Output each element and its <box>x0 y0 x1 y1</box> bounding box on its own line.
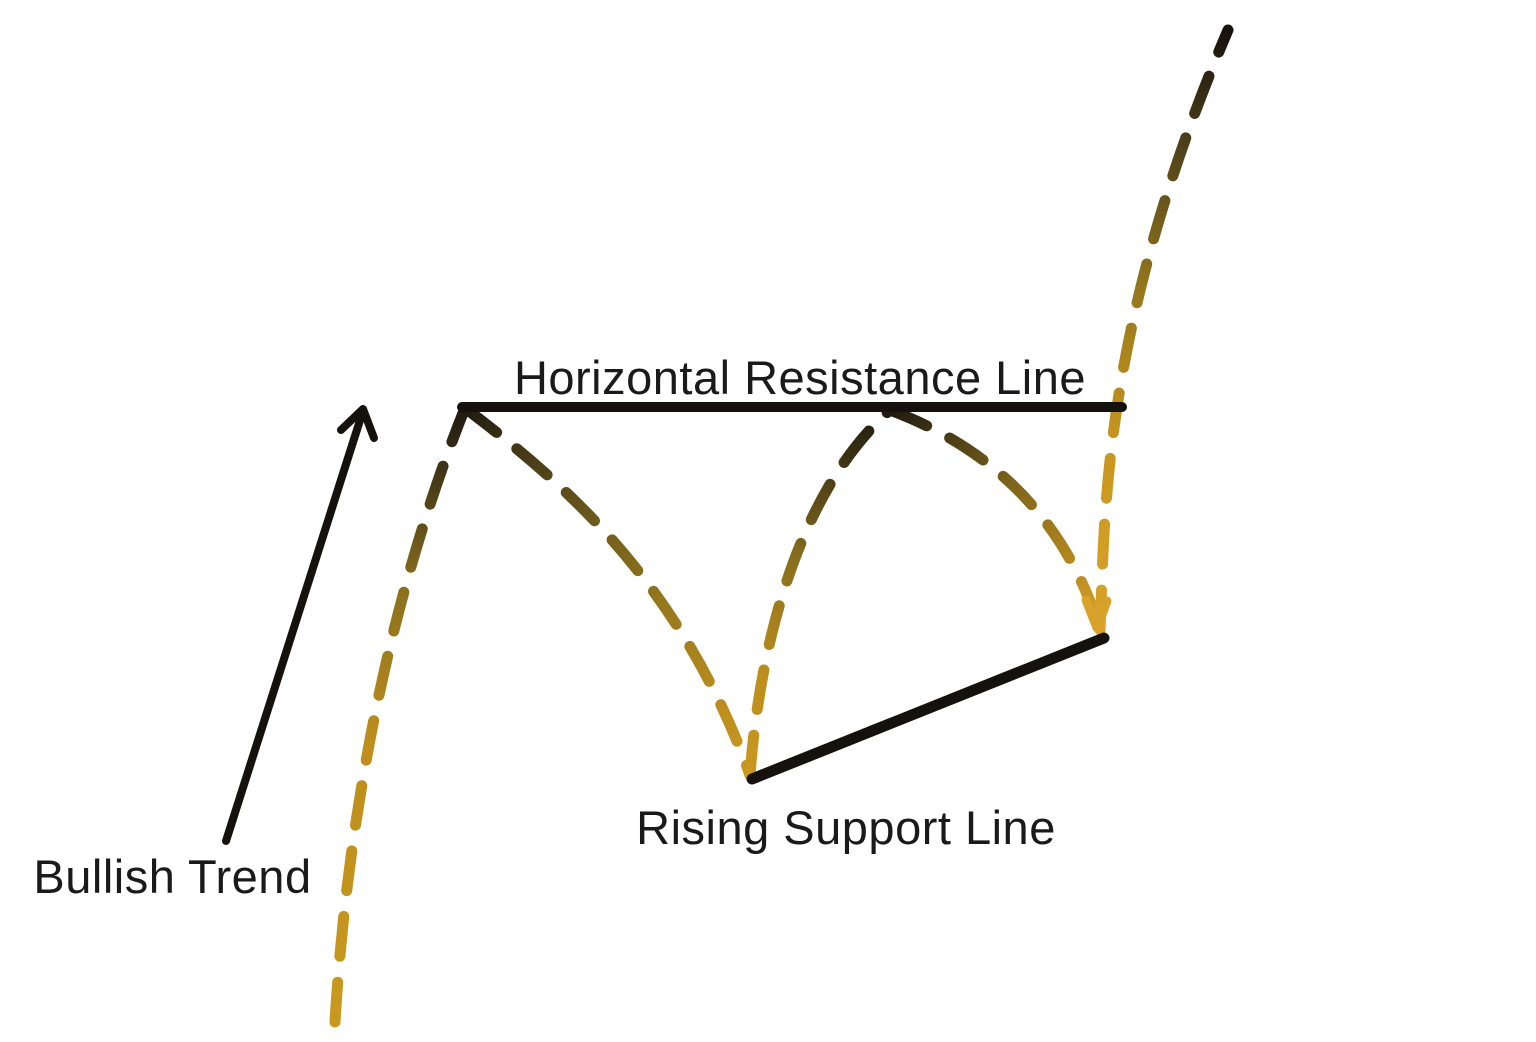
bullish-trend-arrow-shaft <box>222 410 366 845</box>
second-pullback-dashed-curve <box>884 404 1106 636</box>
horizontal-resistance-label: Horizontal Resistance Line <box>513 351 1087 404</box>
up-arrowhead-icon <box>337 405 378 442</box>
second-rally-dashed-curve <box>744 404 896 781</box>
bullish-trend-arrow <box>222 405 378 845</box>
rising-support-label: Rising Support Line <box>636 801 1056 854</box>
first-pullback-dashed-curve <box>459 402 756 781</box>
prior-uptrend-dashed-curve <box>329 402 471 1028</box>
breakout-dashed-curve <box>1094 24 1234 636</box>
bullish-trend-label: Bullish Trend <box>33 850 312 903</box>
rising-support-line <box>746 632 1110 785</box>
